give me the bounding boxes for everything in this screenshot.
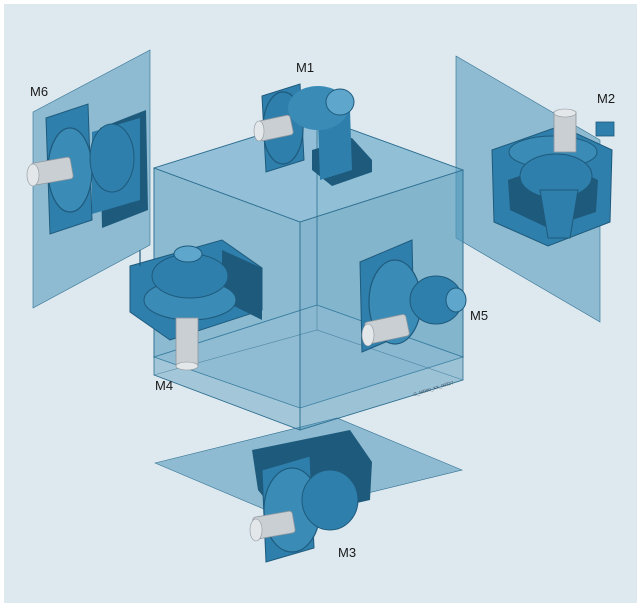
label-m2: M2 bbox=[597, 91, 615, 106]
gear-unit-m4 bbox=[129, 239, 263, 371]
gear-unit-m6 bbox=[26, 103, 148, 235]
gear-unit-m1 bbox=[253, 83, 372, 186]
gear-unit-m2 bbox=[491, 108, 615, 247]
label-m5: M5 bbox=[470, 308, 488, 323]
label-m1: M1 bbox=[296, 60, 314, 75]
gear-unit-m5 bbox=[359, 239, 467, 353]
label-m6: M6 bbox=[30, 84, 48, 99]
label-m4: M4 bbox=[155, 378, 173, 393]
gear-unit-m3 bbox=[249, 430, 372, 563]
label-m3: M3 bbox=[338, 545, 356, 560]
